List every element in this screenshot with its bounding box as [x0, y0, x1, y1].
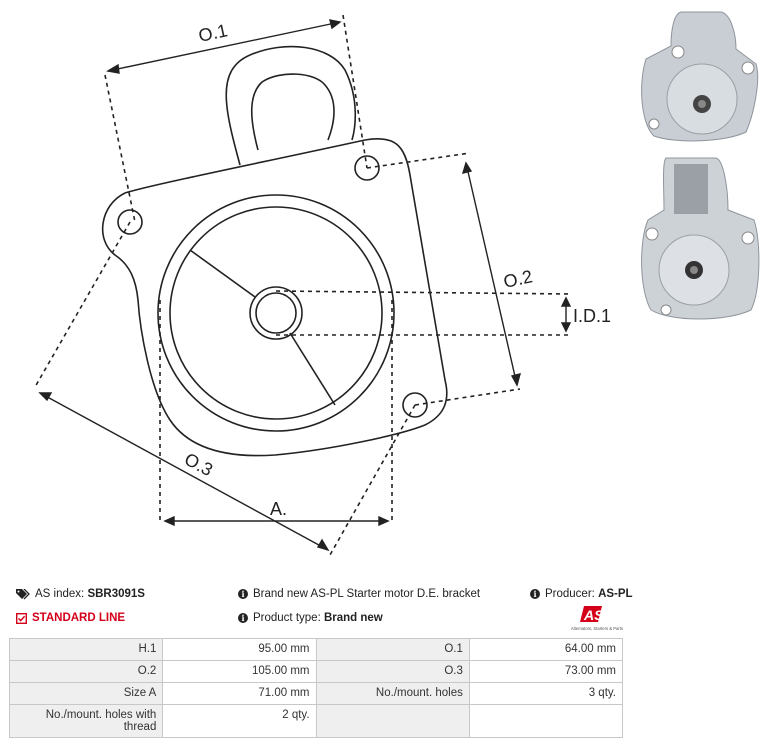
- product-type-row: i Product type: Brand new: [238, 611, 383, 625]
- spec-label: O.3: [315, 660, 470, 683]
- tags-icon: [16, 588, 30, 600]
- producer-row: i Producer: AS-PL: [530, 587, 633, 601]
- spec-label: No./mount. holes with thread: [8, 704, 164, 738]
- product-photo-top[interactable]: [636, 150, 764, 325]
- spec-label: No./mount. holes: [315, 682, 470, 705]
- shaft-bore-outer: [249, 286, 303, 340]
- spec-value: 105.00 mm: [162, 660, 317, 683]
- dim-label-a: A.: [270, 499, 287, 519]
- spec-value: [468, 704, 624, 738]
- mount-hole-bottom-right: [402, 392, 428, 418]
- mount-hole-top-right: [354, 155, 380, 181]
- spec-label: Size A: [8, 682, 164, 705]
- as-index-label: AS index:: [35, 588, 85, 600]
- spec-label: O.2: [8, 660, 164, 683]
- dim-label-o2: O.2: [502, 266, 535, 292]
- as-index: AS index: SBR3091S: [16, 587, 145, 601]
- spec-label: O.1: [315, 638, 470, 661]
- mount-hole-left: [117, 209, 143, 235]
- producer-label: Producer:: [545, 588, 595, 600]
- description: Brand new AS-PL Starter motor D.E. brack…: [253, 588, 481, 600]
- spec-value: 71.00 mm: [162, 682, 317, 705]
- spec-label: [315, 704, 470, 738]
- spec-label: H.1: [8, 638, 164, 661]
- table-row: O.2 105.00 mm O.3 73.00 mm: [8, 660, 624, 683]
- spec-value: 64.00 mm: [468, 638, 624, 661]
- dim-label-id1: I.D.1: [573, 306, 611, 326]
- info-circle-icon: i: [238, 589, 248, 599]
- check-square-icon: [16, 612, 27, 624]
- spec-value: 73.00 mm: [468, 660, 624, 683]
- producer-value: AS-PL: [598, 588, 633, 600]
- table-row: No./mount. holes with thread 2 qty.: [8, 704, 624, 738]
- as-pl-logo: AS Alternators, Starters & Parts: [571, 606, 623, 631]
- dim-label-o3: O.3: [181, 449, 216, 480]
- info-circle-icon: i: [530, 589, 540, 599]
- bracket-top-loop: [225, 45, 357, 166]
- logo-tagline: Alternators, Starters & Parts: [571, 626, 623, 631]
- bracket-plate-outline: [101, 138, 448, 457]
- info-circle-icon: i: [238, 613, 248, 623]
- table-row: H.1 95.00 mm O.1 64.00 mm: [8, 638, 624, 661]
- standard-line: STANDARD LINE: [32, 612, 126, 624]
- standard-line-row: STANDARD LINE: [16, 611, 125, 625]
- bracket-top-loop-inner: [250, 73, 335, 151]
- product-type-value: Brand new: [323, 612, 383, 624]
- spec-value: 95.00 mm: [162, 638, 317, 661]
- specs-table: H.1 95.00 mm O.1 64.00 mm O.2 105.00 mm …: [8, 638, 624, 738]
- as-index-value: SBR3091S: [87, 588, 145, 600]
- shaft-bore-inner: [255, 292, 297, 334]
- table-row: Size A 71.00 mm No./mount. holes 3 qty.: [8, 682, 624, 705]
- dim-label-o1: O.1: [197, 20, 230, 46]
- product-type-label: Product type:: [253, 612, 321, 624]
- inner-ring: [169, 206, 383, 420]
- technical-drawing: O.1 O.2 O.3 I.D.1 A.: [34, 14, 611, 556]
- outer-ring: [157, 194, 395, 432]
- spec-value: 3 qty.: [468, 682, 624, 705]
- logo-text: AS: [583, 607, 604, 623]
- spec-value: 2 qty.: [162, 704, 317, 738]
- product-photo-front[interactable]: [636, 4, 764, 144]
- description-row: i Brand new AS-PL Starter motor D.E. bra…: [238, 587, 480, 601]
